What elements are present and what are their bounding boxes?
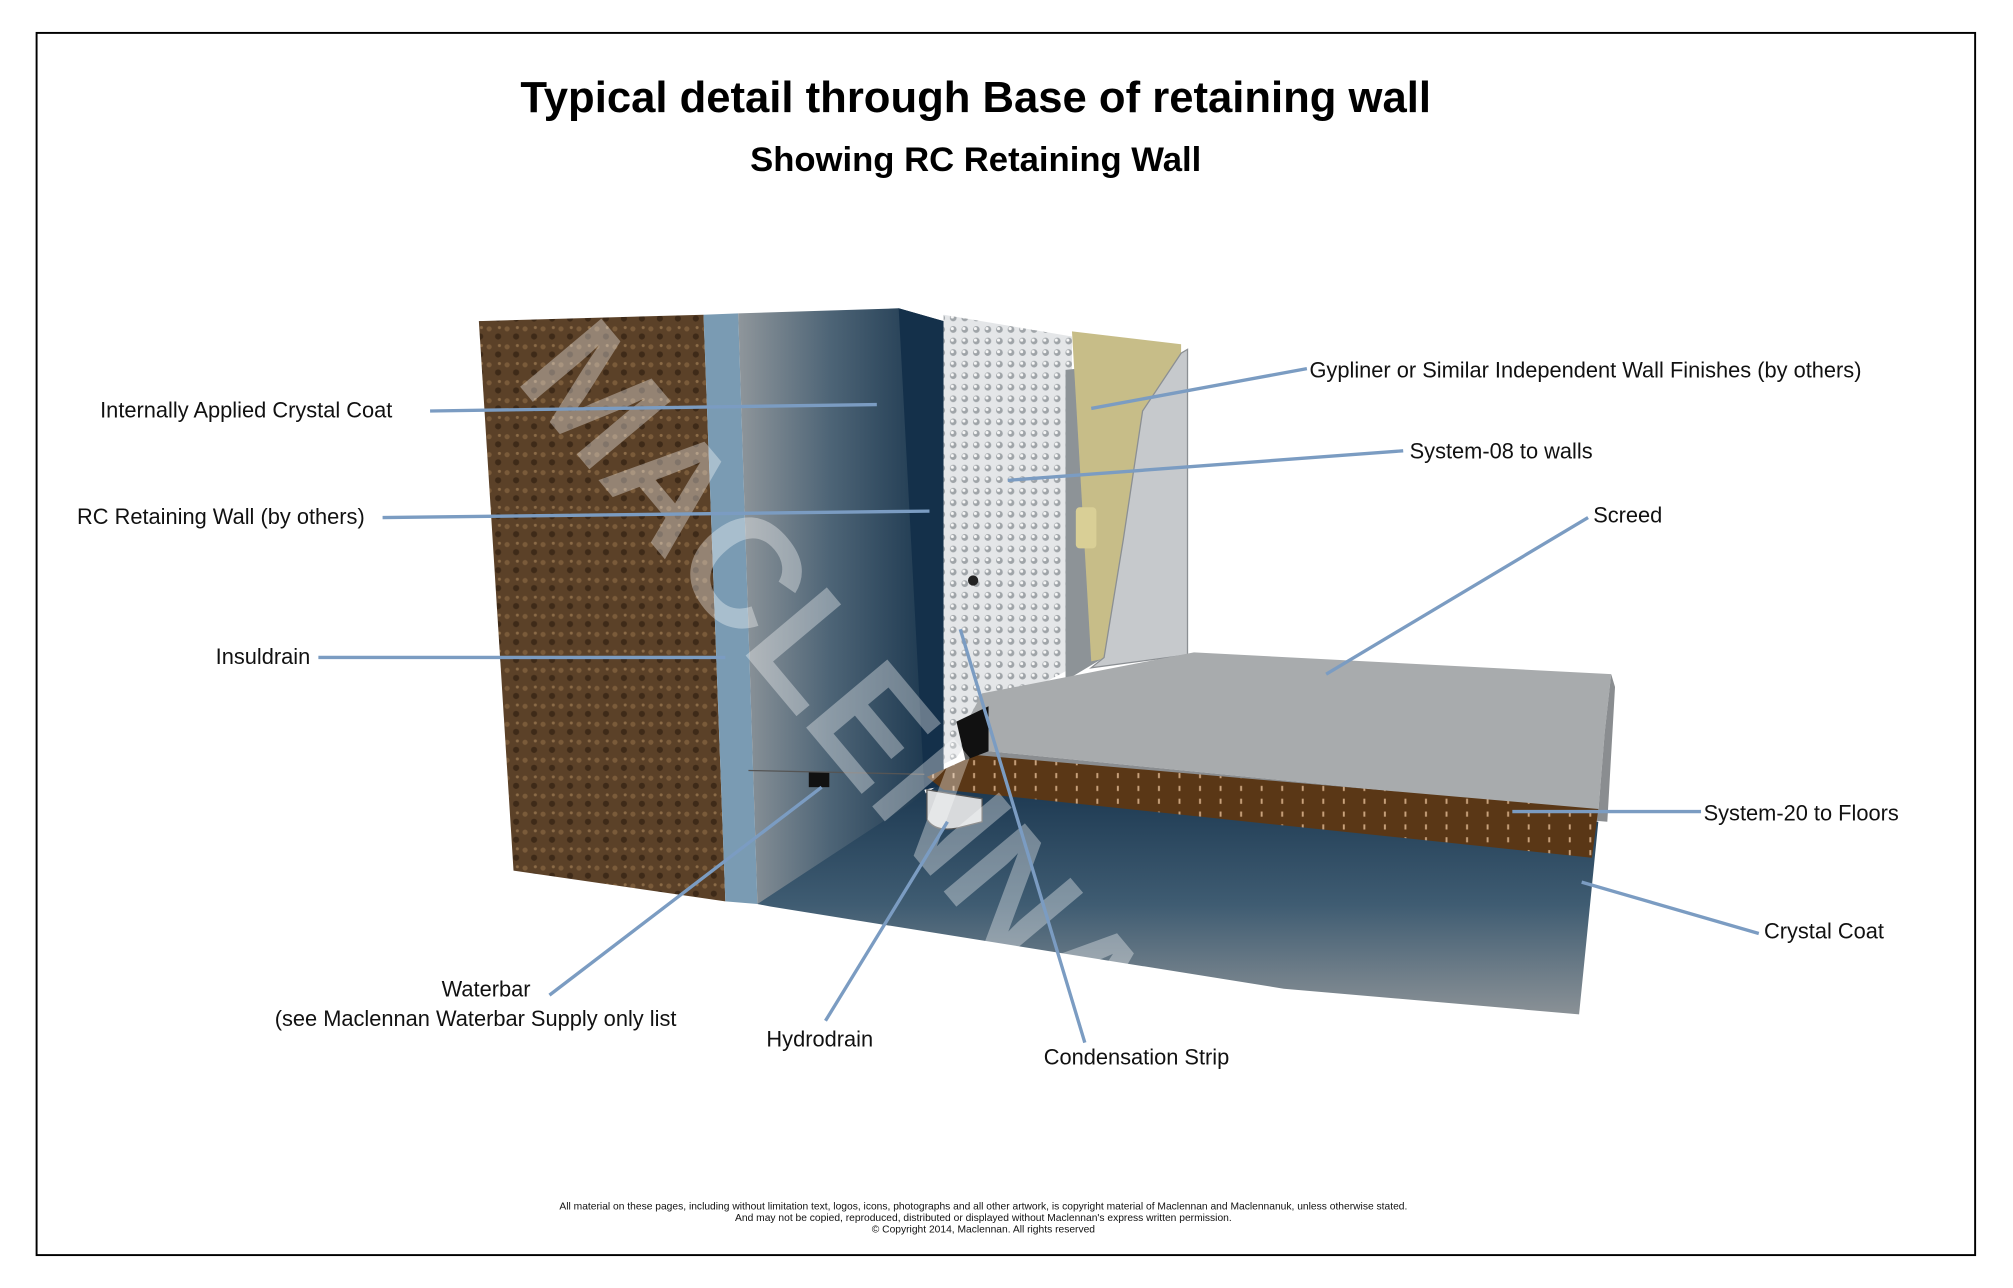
label-gypliner: Gypliner or Similar Independent Wall Fin…	[1309, 358, 1861, 383]
page-subtitle: Showing RC Retaining Wall	[750, 141, 1201, 179]
fixing	[1075, 507, 1097, 549]
label-internal-crystal-coat: Internally Applied Crystal Coat	[100, 397, 392, 422]
label-rc-wall: RC Retaining Wall (by others)	[77, 504, 365, 529]
waterbar	[808, 771, 830, 788]
label-condensation-strip: Condensation Strip	[1044, 1044, 1230, 1069]
wall-side	[898, 308, 944, 790]
label-insuldrain: Insuldrain	[216, 644, 311, 669]
screed-top	[962, 652, 1612, 812]
label-hydrodrain: Hydrodrain	[766, 1026, 873, 1051]
system08-membrane	[943, 314, 1072, 765]
system20-layer	[926, 755, 1599, 858]
soil-block	[478, 314, 726, 902]
label-system20: System-20 to Floors	[1704, 801, 1899, 826]
label-crystal-coat: Crystal Coat	[1764, 919, 1884, 944]
footer-line-2: And may not be copied, reproduced, distr…	[735, 1213, 1232, 1224]
insuldrain-layer	[703, 313, 758, 904]
concrete-wall	[738, 308, 944, 906]
page-title: Typical detail through Base of retaining…	[520, 73, 1431, 122]
footer-line-1: All material on these pages, including w…	[559, 1202, 1407, 1213]
condensation-strip	[956, 706, 989, 761]
footer-line-3: © Copyright 2014, Maclennan. All rights …	[872, 1225, 1096, 1236]
label-system08: System-08 to walls	[1410, 438, 1593, 463]
gypliner-board	[1089, 348, 1189, 669]
label-waterbar: Waterbar	[442, 976, 531, 1001]
label-waterbar-note: (see Maclennan Waterbar Supply only list	[275, 1006, 677, 1031]
label-screed: Screed	[1593, 503, 1662, 528]
leader-lines	[318, 366, 1760, 1044]
